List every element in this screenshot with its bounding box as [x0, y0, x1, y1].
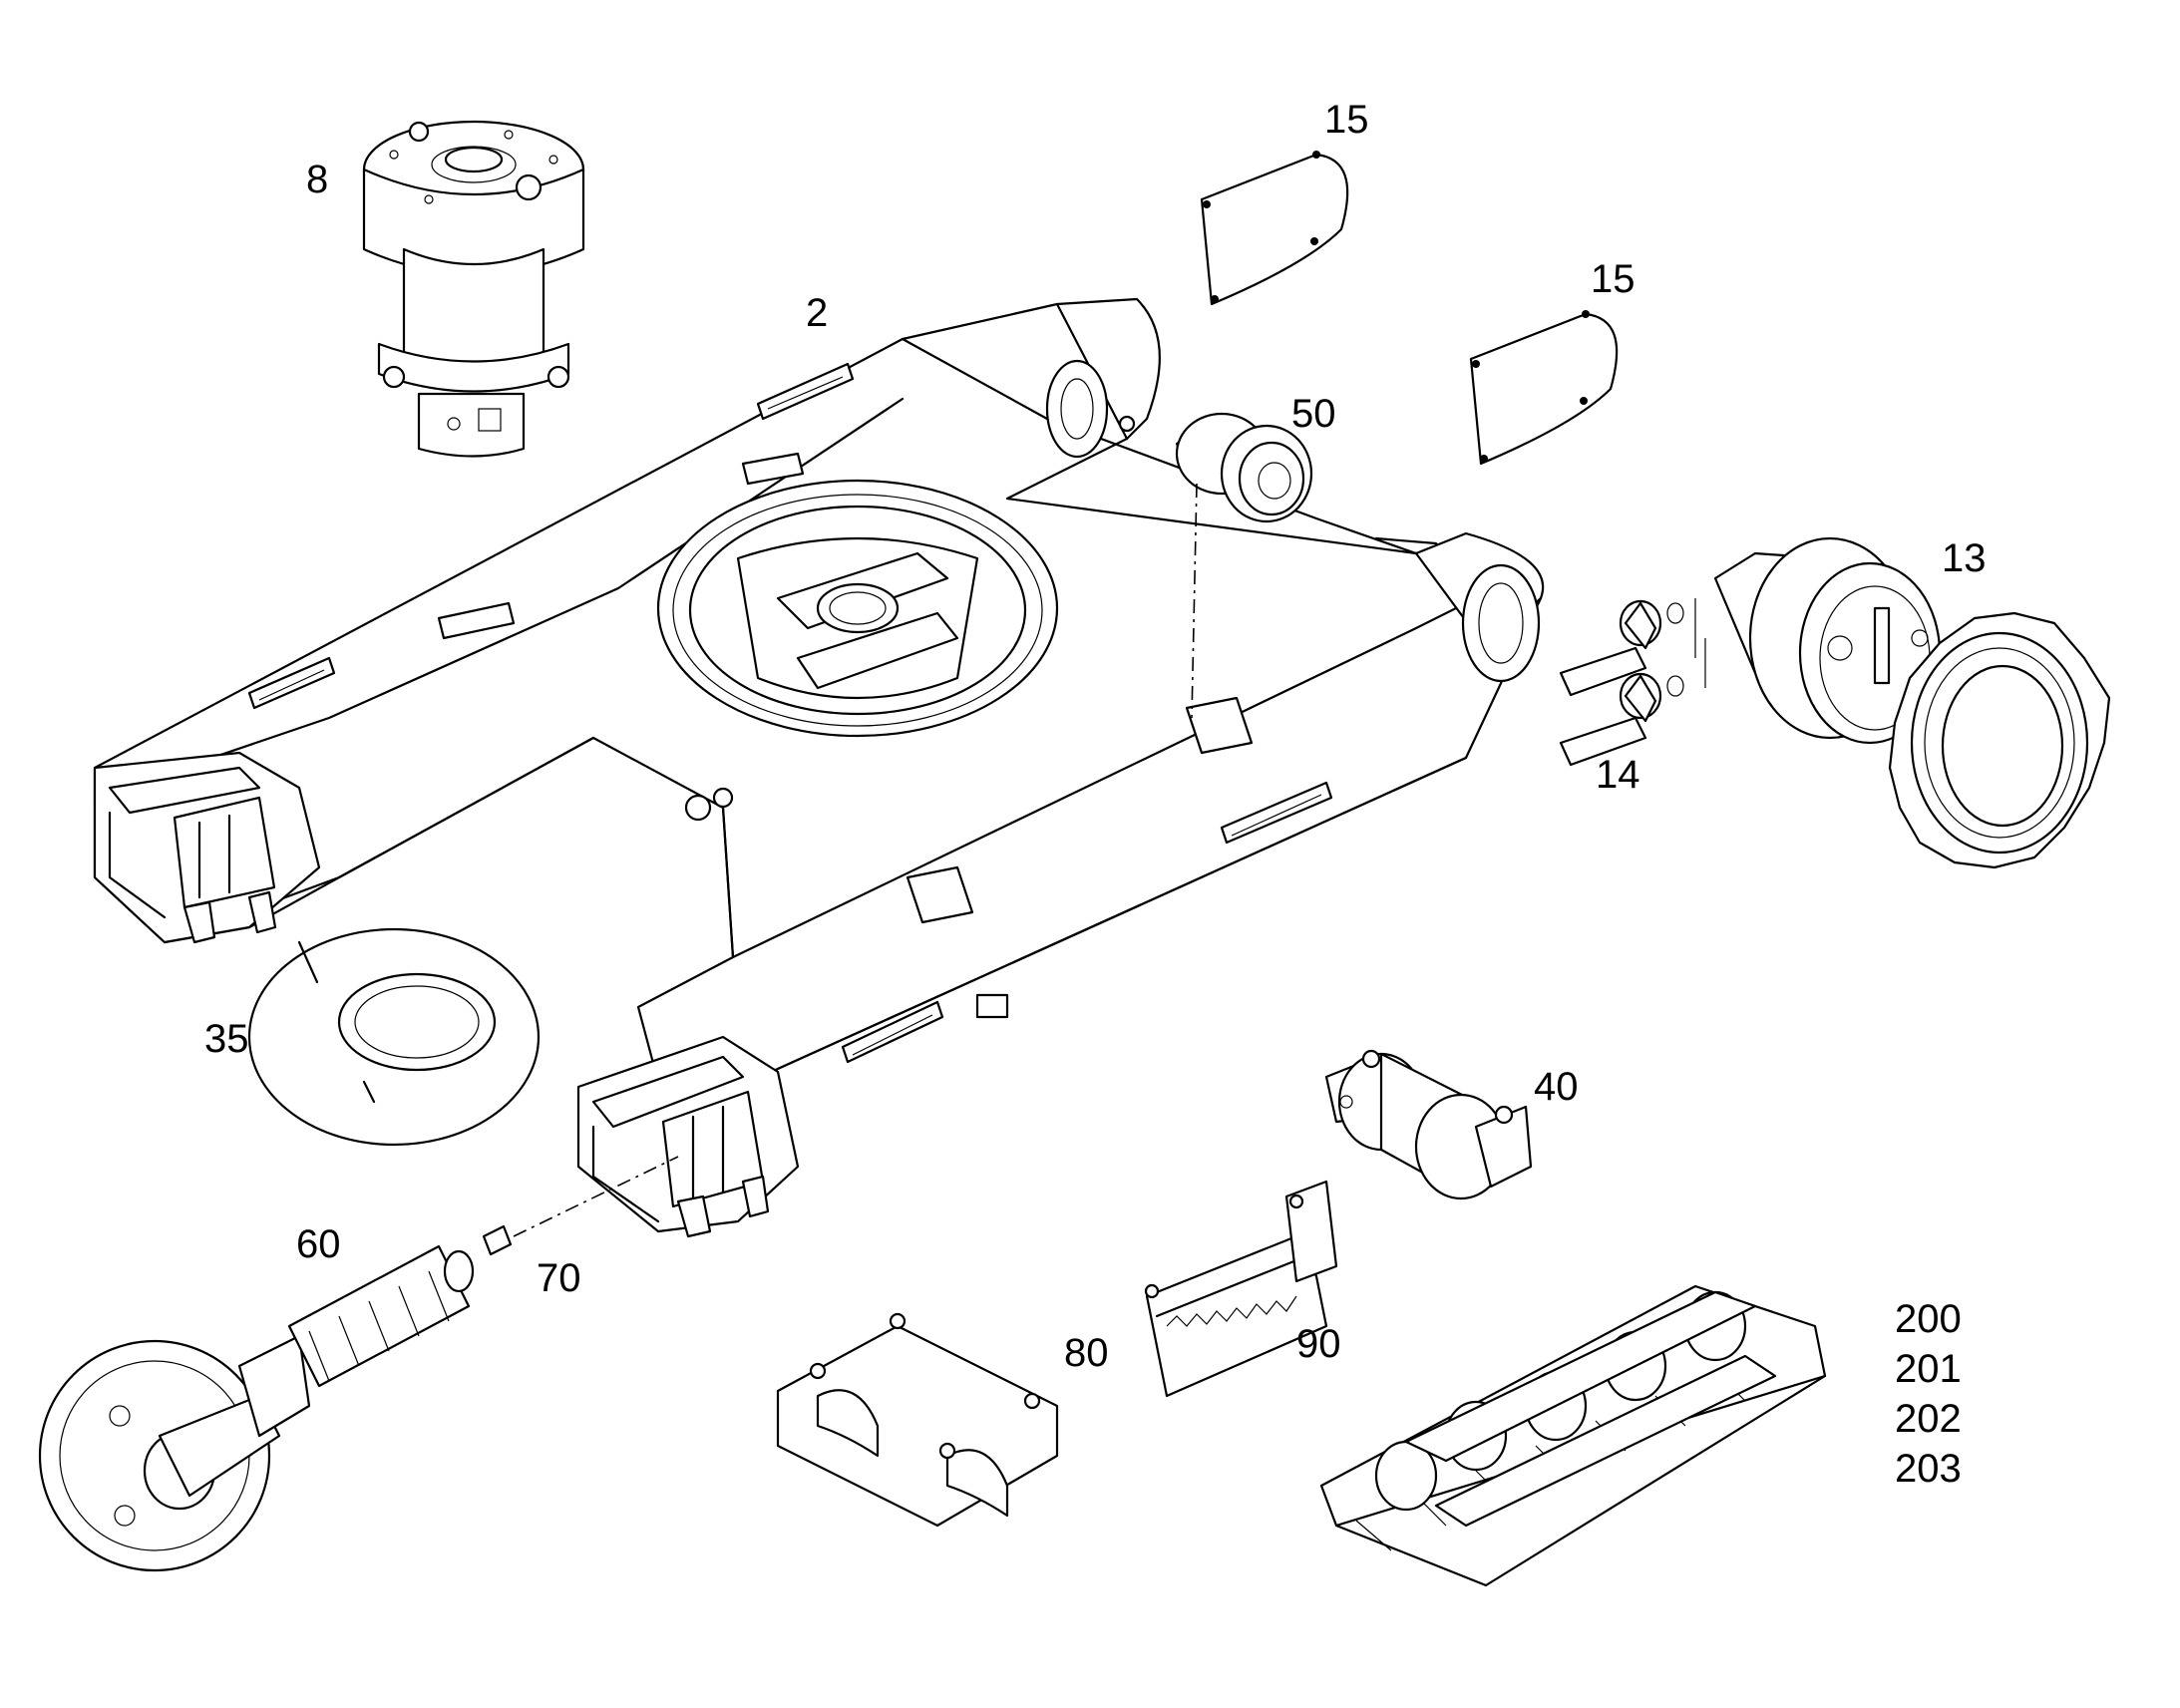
- callout-90: 90: [1296, 1322, 1341, 1366]
- callout-203: 203: [1895, 1447, 1962, 1491]
- part-14-mounting-bolts: [1559, 598, 1706, 767]
- callout-35: 35: [204, 1017, 249, 1061]
- callout-15-lower: 15: [1591, 257, 1635, 301]
- part-90-track-guide: [1144, 1180, 1338, 1398]
- callout-60: 60: [296, 1222, 341, 1266]
- callout-50: 50: [1291, 392, 1336, 436]
- part-60-idler-spring: [38, 1224, 513, 1572]
- callout-2: 2: [806, 291, 829, 335]
- callout-80: 80: [1064, 1331, 1109, 1375]
- callout-track-chain-group: 200 201 202 203: [1895, 1294, 1962, 1494]
- callout-15-upper: 15: [1324, 98, 1369, 142]
- idler-centerline: [513, 1156, 679, 1237]
- part-40-track-roller: [1324, 1049, 1533, 1200]
- callout-8: 8: [306, 158, 329, 201]
- callout-14: 14: [1596, 753, 1640, 797]
- part-13-sprocket: [1888, 611, 2111, 869]
- part-15-cover-plate-upper: [1200, 151, 1349, 306]
- callout-13: 13: [1942, 536, 1987, 580]
- callout-200: 200: [1895, 1297, 1962, 1341]
- part-50-carrier-roller: [1175, 412, 1313, 523]
- part-80-roller-guard: [776, 1312, 1059, 1528]
- callout-202: 202: [1895, 1397, 1962, 1441]
- part-13-travel-motor: [1713, 536, 1942, 745]
- part-2-undercarriage-frame: [93, 297, 1545, 1238]
- part-8-swivel-joint: [362, 120, 585, 458]
- part-15-cover-plate-lower: [1469, 310, 1619, 466]
- callout-40: 40: [1534, 1065, 1579, 1109]
- part-200-track-chain: [1319, 1284, 1827, 1587]
- part-35-cover-disc: [247, 927, 541, 1147]
- callout-70: 70: [537, 1256, 581, 1300]
- carrier-roller-centerline: [1191, 483, 1198, 719]
- callout-201: 201: [1895, 1347, 1962, 1391]
